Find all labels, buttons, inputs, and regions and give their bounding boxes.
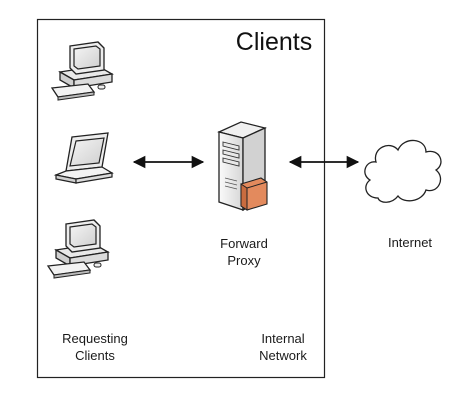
- proxy-label-line2: Proxy: [227, 253, 261, 268]
- cloud-icon: [364, 139, 442, 203]
- laptop-icon: [53, 132, 114, 184]
- internal-network-label: Internal Network: [244, 330, 322, 364]
- requesting-clients-label: Requesting Clients: [50, 330, 140, 364]
- requesting-clients-line1: Requesting: [62, 331, 128, 346]
- boundary-title: Clients: [235, 28, 313, 56]
- desktop-computer-icon: [50, 41, 114, 101]
- clients-boundary-box: [36, 18, 326, 379]
- proxy-label: Forward Proxy: [202, 235, 286, 269]
- proxy-label-line1: Forward: [220, 236, 268, 251]
- internal-network-line1: Internal: [261, 331, 305, 346]
- requesting-clients-line2: Clients: [75, 348, 115, 363]
- internal-network-line2: Network: [259, 348, 307, 363]
- server-tower-icon: [217, 121, 268, 212]
- desktop-computer-icon: [46, 219, 110, 279]
- internet-label: Internet: [387, 235, 433, 250]
